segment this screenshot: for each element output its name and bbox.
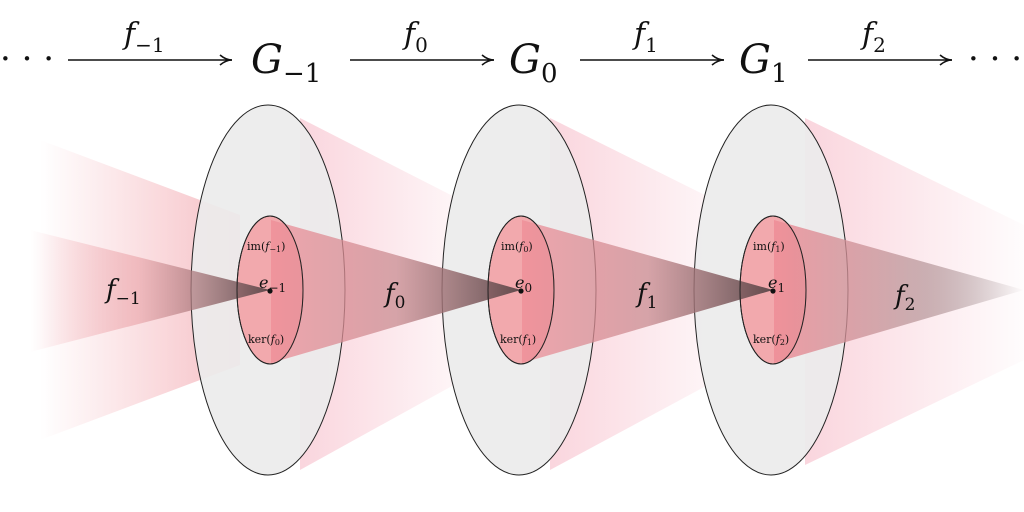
cone-f0 (271, 220, 521, 363)
cone-f2 (774, 220, 1024, 363)
ellipsis-left: · · · (0, 39, 54, 79)
top-arrow-f1: f1 (580, 17, 725, 66)
subgroup-outline-1 (487, 215, 555, 365)
group-label-g1: G1 (739, 37, 788, 89)
subgroup-labels: im(f−1) e−1 ker(f0) im(f0) e0 ker(f1) im… (247, 240, 789, 347)
top-arrow-f-minus1: f−1 (68, 17, 233, 66)
cone-f1 (522, 220, 773, 363)
identity-label-1: e0 (515, 273, 532, 295)
top-sequence-row: · · · f−1 G−1 f0 G0 f1 G1 (0, 17, 1022, 89)
kernel-label-0: ker(f0) (248, 333, 284, 347)
subgroup-outlines (236, 215, 807, 365)
top-arrow-f2: f2 (808, 17, 953, 66)
top-arrow-label: f2 (860, 17, 886, 57)
group-label-g-minus1: G−1 (251, 37, 321, 89)
image-label-1: im(f0) (501, 240, 533, 254)
top-arrow-f0: f0 (350, 17, 495, 66)
identity-label-2: e1 (768, 273, 785, 295)
image-label-0: im(f−1) (247, 240, 285, 254)
kernel-label-2: ker(f2) (753, 333, 789, 347)
identity-point-1 (518, 288, 524, 294)
ellipsis-right: · · · (968, 39, 1022, 79)
map-cones (30, 220, 1024, 363)
top-arrow-label: f−1 (122, 17, 165, 57)
top-arrow-label: f0 (402, 17, 428, 57)
subgroup-outline-2 (739, 215, 807, 365)
group-label-g0: G0 (509, 37, 558, 89)
identity-label-0: e−1 (259, 273, 286, 295)
subgroup-outline-0 (236, 215, 304, 365)
identity-point-2 (770, 288, 776, 294)
cone-f-minus1 (30, 230, 270, 352)
identity-point-0 (267, 288, 273, 294)
kernel-label-1: ker(f1) (500, 333, 536, 347)
image-label-2: im(f1) (753, 240, 785, 254)
top-arrow-label: f1 (632, 17, 658, 57)
